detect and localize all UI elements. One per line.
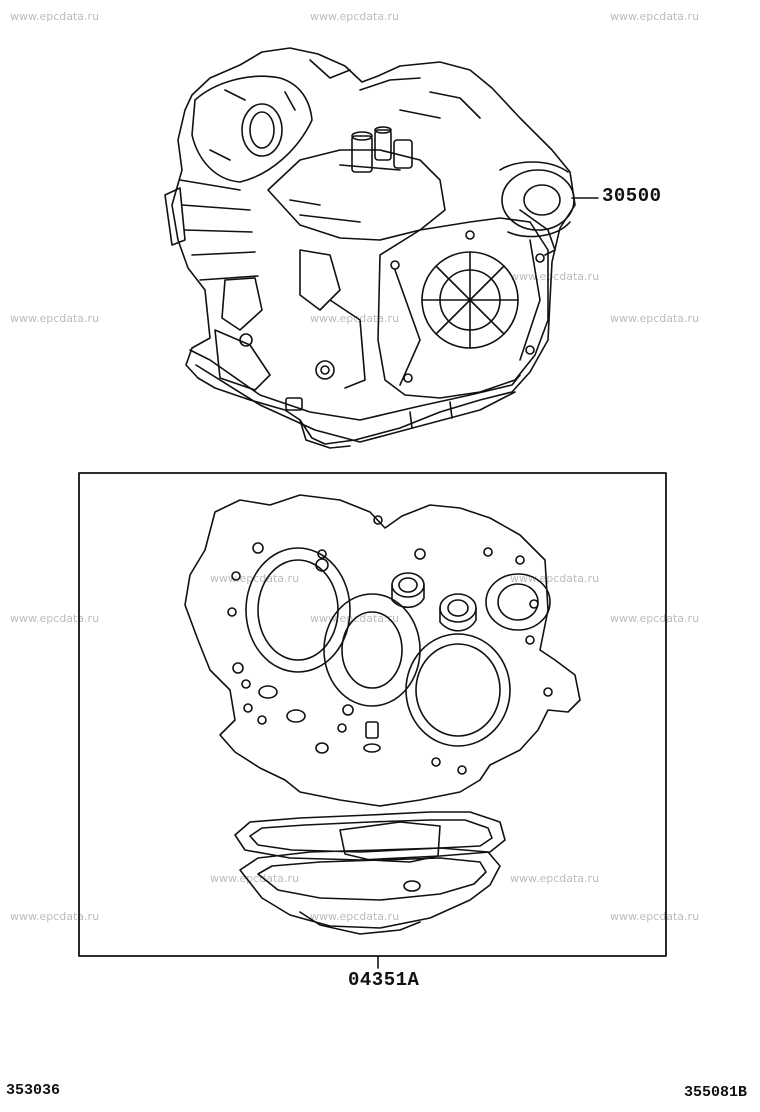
gasket-kit-frame xyxy=(79,473,666,956)
watermark: www.epcdata.ru xyxy=(310,312,400,325)
watermark: www.epcdata.ru xyxy=(10,312,100,325)
callout-label-transmission: 30500 xyxy=(602,185,662,207)
watermark: www.epcdata.ru xyxy=(610,910,700,923)
watermark: www.epcdata.ru xyxy=(310,910,400,923)
watermark: www.epcdata.ru xyxy=(310,10,400,23)
watermark: www.epcdata.ru xyxy=(510,270,600,283)
illustration-code-left: 353036 xyxy=(6,1082,61,1099)
illustration-code-right: 355081B xyxy=(684,1084,748,1101)
gasket-kit-illustration xyxy=(185,495,580,934)
watermark: www.epcdata.ru xyxy=(610,312,700,325)
watermark: www.epcdata.ru xyxy=(10,612,100,625)
transmission-assembly-illustration xyxy=(165,48,575,448)
watermark: www.epcdata.ru xyxy=(510,572,600,585)
watermark: www.epcdata.ru xyxy=(510,872,600,885)
watermark: www.epcdata.ru xyxy=(10,10,100,23)
watermark: www.epcdata.ru xyxy=(210,872,300,885)
callout-label-gasket-kit: 04351A xyxy=(348,969,420,991)
watermark: www.epcdata.ru xyxy=(10,910,100,923)
watermark: www.epcdata.ru xyxy=(610,612,700,625)
watermark: www.epcdata.ru xyxy=(610,10,700,23)
